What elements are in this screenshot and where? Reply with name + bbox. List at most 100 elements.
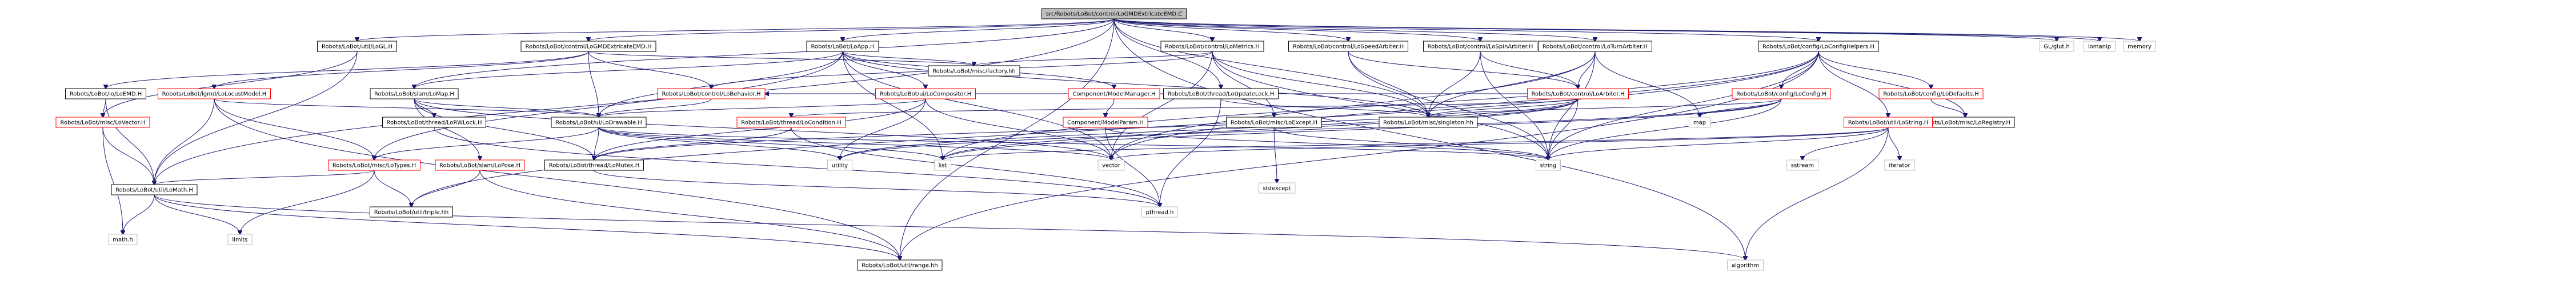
node-root[interactable]: src/Robots/LoBot/control/LoGMDExtricateE… (1041, 8, 1187, 19)
edge-root-to-memory (1113, 18, 2140, 41)
edge-loArbiter-to-loMutex (594, 98, 1579, 160)
node-compModelParam[interactable]: Component/ModelParam.H (1063, 117, 1148, 128)
node-loEMD[interactable]: Robots/LoBot/io/LoEMD.H (65, 88, 146, 99)
node-box-loBehavior (657, 88, 766, 99)
node-box-loMath (111, 184, 198, 195)
node-turnArb[interactable]: Robots/LoBot/control/LoTurnArbiter.H (1538, 41, 1652, 52)
node-loApp[interactable]: Robots/LoBot/LoApp.H (806, 41, 879, 52)
edge-gmdEMD-to-miscFactory (588, 51, 974, 66)
edge-root-to-gmdEMD (588, 18, 1115, 41)
node-box-speedArb (1288, 41, 1408, 52)
node-label-configHelpers: Robots/LoBot/config/LoConfigHelpers.H (1762, 44, 1874, 50)
edge-root-to-loSlamMap (414, 18, 1115, 89)
edge-loSlamMap-to-loMutex (414, 98, 594, 160)
node-label-loGL: Robots/LoBot/util/LoGL.H (322, 44, 392, 50)
node-loDefaults[interactable]: Robots/LoBot/config/LoDefaults.H (1878, 88, 1984, 99)
node-loBehavior[interactable]: Robots/LoBot/control/LoBehavior.H (657, 88, 766, 99)
node-box-loCompositor (875, 88, 976, 99)
node-box-stdexcept (1258, 182, 1296, 194)
node-loDrawable[interactable]: Robots/LoBot/ui/LoDrawable.H (551, 117, 647, 128)
node-box-pthread (1141, 206, 1178, 218)
edge-loLocust-to-loTypes (214, 98, 374, 160)
node-loVector[interactable]: Robots/LoBot/misc/LoVector.H (55, 117, 150, 128)
edge-configHelpers-to-loRange (900, 51, 1819, 260)
node-loString[interactable]: Robots/LoBot/util/LoString.H (1844, 117, 1933, 128)
node-box-loMetrics (1160, 41, 1264, 52)
node-iterator: iterator (1884, 159, 1915, 171)
node-box-memory (2123, 41, 2156, 52)
node-loUpdateLock[interactable]: Robots/LoBot/thread/LoUpdateLock.H (1163, 88, 1279, 99)
edge-compModelParam-to-pthread (1105, 127, 1160, 207)
node-box-loString (1844, 117, 1933, 128)
edge-loTypes-to-limits (240, 170, 375, 234)
edge-loCompositor-to-loDrawable (599, 98, 926, 117)
node-loMutex[interactable]: Robots/LoBot/thread/LoMutex.H (544, 159, 644, 171)
edge-loDrawable-to-loTypes (374, 127, 599, 160)
edge-loConfig-to-string (1548, 98, 1782, 160)
edge-loApp-to-vector (842, 51, 1111, 160)
node-loRegistry[interactable]: Robots/LoBot/misc/LoRegistry.H (1916, 117, 2015, 128)
node-spinArb[interactable]: Robots/LoBot/control/LoSpinArbiter.H (1423, 41, 1537, 52)
edge-loLocust-to-loMath (154, 98, 215, 185)
node-box-iterator (1884, 159, 1915, 171)
node-gmdEMD[interactable]: Robots/LoBot/control/LoGMDExtricateEMD.H (520, 41, 656, 52)
node-box-compModelParam (1063, 117, 1148, 128)
node-utility: utility (827, 159, 852, 171)
node-box-glutH (2039, 41, 2074, 52)
node-label-loRWLock: Robots/LoBot/thread/LoRWLock.H (387, 120, 482, 126)
node-sstream: sstream (1786, 159, 1818, 171)
node-box-loApp (806, 41, 879, 52)
edge-loMutex-to-pthread (594, 170, 1160, 207)
node-loMetrics[interactable]: Robots/LoBot/control/LoMetrics.H (1160, 41, 1264, 52)
edge-speedArb-to-loArbiter (1348, 51, 1578, 89)
node-label-loCompositor: Robots/LoBot/ui/LoCompositor.H (880, 91, 972, 98)
node-box-loMutex (544, 159, 644, 171)
node-box-loCondition (736, 117, 846, 128)
edge-configHelpers-to-vector (1111, 51, 1819, 160)
edge-loVector-to-mathH (102, 127, 123, 234)
node-label-loDefaults: Robots/LoBot/config/LoDefaults.H (1883, 91, 1978, 98)
node-loConfig[interactable]: Robots/LoBot/config/LoConfig.H (1732, 88, 1831, 99)
node-singleton[interactable]: Robots/LoBot/misc/singleton.hh (1379, 117, 1478, 128)
node-label-pthread: pthread.h (1146, 210, 1174, 216)
node-loTypes[interactable]: Robots/LoBot/misc/LoTypes.H (328, 159, 420, 171)
edge-loCompositor-to-loMutex (594, 98, 926, 160)
node-loMath[interactable]: Robots/LoBot/util/LoMath.H (111, 184, 198, 195)
node-loExcept[interactable]: Robots/LoBot/misc/LoExcept.H (1226, 117, 1322, 128)
edge-loConfig-to-list (943, 98, 1782, 160)
node-vector: vector (1097, 159, 1125, 171)
edge-loMetrics-to-vector (1111, 51, 1213, 160)
edge-configHelpers-to-loDefaults (1818, 51, 1931, 89)
node-speedArb[interactable]: Robots/LoBot/control/LoSpeedArbiter.H (1288, 41, 1408, 52)
edge-loDrawable-to-list (598, 127, 943, 160)
node-loSlamMap[interactable]: Robots/LoBot/slam/LoMap.H (370, 88, 459, 99)
node-loRWLock[interactable]: Robots/LoBot/thread/LoRWLock.H (382, 117, 486, 128)
node-miscFactory[interactable]: Robots/LoBot/misc/factory.hh (928, 65, 1020, 77)
node-compModelMgr[interactable]: Component/ModelManager.H (1068, 88, 1160, 99)
edge-root-to-loMetrics (1113, 18, 1212, 41)
edge-root-to-loUpdateLock (1113, 18, 1221, 89)
node-loRange[interactable]: Robots/LoBot/util/range.hh (857, 259, 943, 271)
edge-root-to-spinArb (1113, 18, 1480, 41)
node-label-glutH: GL/glut.h (2044, 44, 2070, 50)
node-box-list (934, 159, 951, 171)
edge-gmdEMD-to-loEMD (106, 51, 589, 89)
node-loGL[interactable]: Robots/LoBot/util/LoGL.H (317, 41, 397, 52)
node-configHelpers[interactable]: Robots/LoBot/config/LoConfigHelpers.H (1758, 41, 1879, 52)
node-label-iomanip: iomanip (2088, 44, 2111, 50)
node-label-utility: utility (832, 163, 848, 169)
node-box-loVector (55, 117, 150, 128)
node-loPose[interactable]: Robots/LoBot/slam/LoPose.H (435, 159, 525, 171)
edge-loDefaults-to-loRegistry (1930, 98, 1965, 117)
edge-loDrawable-to-utility (598, 127, 840, 160)
node-loCondition[interactable]: Robots/LoBot/thread/LoCondition.H (736, 117, 846, 128)
edge-loMetrics-to-singleton (1212, 51, 1428, 117)
edge-root-to-loMath (154, 18, 1115, 185)
node-loCompositor[interactable]: Robots/LoBot/ui/LoCompositor.H (875, 88, 976, 99)
node-loLocust[interactable]: Robots/LoBot/lgmd/LoLocustModel.H (158, 88, 271, 99)
node-loArbiter[interactable]: Robots/LoBot/control/LoArbiter.H (1527, 88, 1629, 99)
node-loTriple[interactable]: Robots/LoBot/util/triple.hh (370, 206, 453, 218)
edge-loPose-to-loTriple (411, 170, 480, 207)
node-mapH: map (1689, 117, 1710, 128)
